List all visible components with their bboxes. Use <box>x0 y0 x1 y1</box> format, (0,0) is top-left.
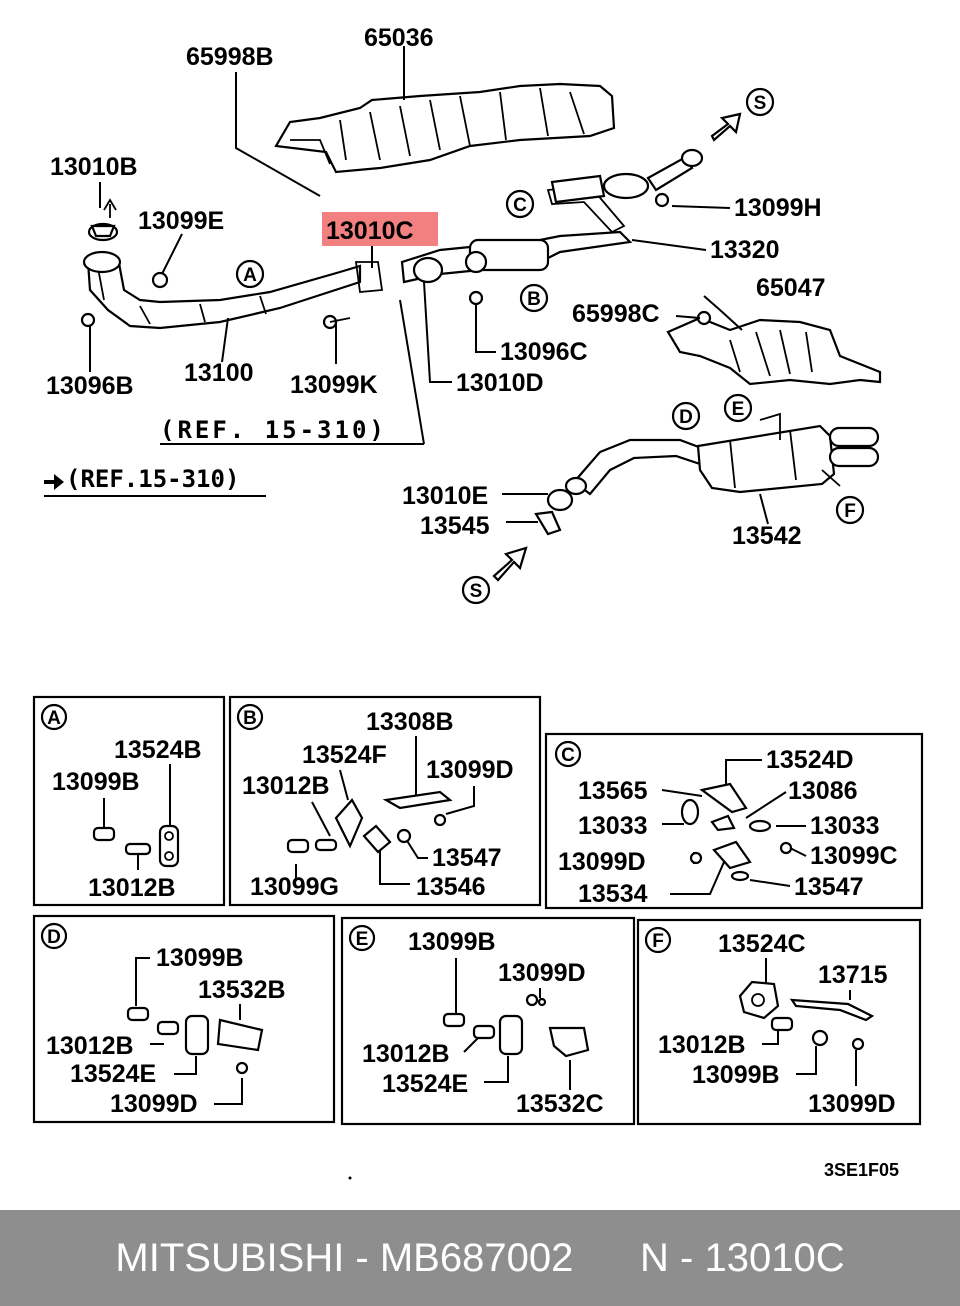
detail-F-label-13524C: 13524C <box>718 930 806 958</box>
detail-F-label-13099B: 13099B <box>692 1061 780 1089</box>
main-muffler-13542 <box>534 412 880 536</box>
marker-B: B <box>527 289 541 310</box>
marker-D: D <box>679 407 693 428</box>
marker-A: A <box>243 265 257 286</box>
heat-shield-65047 <box>666 310 882 386</box>
separator: - <box>344 1235 380 1280</box>
part-number: MB687002 <box>379 1235 574 1280</box>
label-13542: 13542 <box>732 522 802 550</box>
marker-F: F <box>844 501 856 522</box>
ref-note-2: (REF.15-310) <box>66 465 239 493</box>
detail-D-label-13532B: 13532B <box>198 976 286 1004</box>
label-65998C: 65998C <box>572 300 660 328</box>
detail-C-label-13099D: 13099D <box>558 848 646 876</box>
marker-S: S <box>470 581 483 602</box>
circle-markers: S C A B D E F S <box>235 87 865 605</box>
detail-B-label-13524F: 13524F <box>302 741 387 769</box>
leader-lines <box>89 46 769 525</box>
detail-A-label-13012B: 13012B <box>88 874 176 902</box>
label-13096C: 13096C <box>500 338 588 366</box>
detail-marker-D: D <box>47 927 61 948</box>
marker-E: E <box>732 399 745 420</box>
label-13010C: 13010C <box>326 217 414 245</box>
detail-F-label-13099D: 13099D <box>808 1090 896 1118</box>
ref-note-1: (REF. 15-310) <box>160 416 387 444</box>
detail-C-label-13524D: 13524D <box>766 746 854 774</box>
arrow-up-right-icon <box>492 546 528 582</box>
detail-A-label-13099B: 13099B <box>52 768 140 796</box>
detail-D-label-13099B: 13099B <box>156 944 244 972</box>
arrow-up-right-icon <box>710 112 742 142</box>
detail-marker-C: C <box>561 745 575 766</box>
detail-box-A: A 13524B 13099B 13012B <box>32 695 226 907</box>
detail-E-label-13012B: 13012B <box>362 1040 450 1068</box>
detail-D-label-13012B: 13012B <box>46 1032 134 1060</box>
detail-A-label-13524B: 13524B <box>114 736 202 764</box>
detail-C-label-13086: 13086 <box>788 777 858 805</box>
label-13099H: 13099H <box>734 194 822 222</box>
label-13100: 13100 <box>184 359 254 387</box>
detail-E-label-13524E: 13524E <box>382 1070 468 1098</box>
marker-C: C <box>513 195 527 216</box>
detail-box-B: B 13308B 13524F 13099D 13012B 13547 1309… <box>228 695 542 907</box>
label-13010E: 13010E <box>402 482 488 510</box>
detail-D-label-13524E: 13524E <box>70 1060 156 1088</box>
main-labels: 65036 65998B 13010B 13099E 13010C 13099H… <box>46 24 899 1180</box>
spacer <box>573 1236 640 1281</box>
detail-B-label-13099G: 13099G <box>250 873 339 901</box>
detail-C-label-13547: 13547 <box>794 873 864 901</box>
detail-box-D: D 13099B 13532B 13012B 13524E 13099D <box>32 914 336 1124</box>
label-13099E: 13099E <box>138 207 224 235</box>
detail-marker-E: E <box>356 929 369 950</box>
label-13545: 13545 <box>420 512 490 540</box>
detail-F-label-13715: 13715 <box>818 961 888 989</box>
detail-C-label-13534: 13534 <box>578 880 648 908</box>
detail-C-label-13033a: 13033 <box>578 812 648 840</box>
label-65036: 65036 <box>364 24 434 52</box>
heat-shield-65036 <box>274 82 616 174</box>
detail-C-label-13099C: 13099C <box>810 842 898 870</box>
label-65047: 65047 <box>756 274 826 302</box>
detail-E-label-13099D: 13099D <box>498 959 586 987</box>
detail-marker-F: F <box>652 931 664 952</box>
detail-B-label-13308B: 13308B <box>366 708 454 736</box>
detail-D-label-13099D: 13099D <box>110 1090 198 1118</box>
detail-B-label-13547: 13547 <box>432 844 502 872</box>
label-13320: 13320 <box>710 236 780 264</box>
part-info-footer: MITSUBISHI - MB687002 N - 13010C <box>0 1210 960 1306</box>
label-13096B: 13096B <box>46 372 134 400</box>
center-pipe-13320 <box>322 148 704 330</box>
detail-C-label-13033b: 13033 <box>810 812 880 840</box>
label-13010B: 13010B <box>50 153 138 181</box>
detail-E-label-13532C: 13532C <box>516 1090 604 1118</box>
detail-B-label-13012B: 13012B <box>242 772 330 800</box>
front-pipe-13100 <box>80 198 362 330</box>
label-13099K: 13099K <box>290 371 378 399</box>
detail-box-E: E 13099B 13099D 13012B 13524E 13532C <box>340 916 636 1126</box>
label-65998B: 65998B <box>186 43 274 71</box>
brand-name: MITSUBISHI <box>115 1235 345 1280</box>
marker-S: S <box>754 93 767 114</box>
detail-F-label-13012B: 13012B <box>658 1031 746 1059</box>
detail-marker-A: A <box>47 708 61 729</box>
detail-box-C: C 13524D 13565 13086 13033 13033 13099D … <box>544 732 924 910</box>
detail-box-F: F 13524C 13715 13012B 13099B 13099D <box>636 918 922 1126</box>
detail-B-label-13546: 13546 <box>416 873 486 901</box>
label-13010D: 13010D <box>456 369 544 397</box>
detail-B-label-13099D: 13099D <box>426 756 514 784</box>
drawing-code: 3SE1F05 <box>824 1160 899 1180</box>
highlight-box <box>322 212 438 246</box>
position-code: N - 13010C <box>640 1235 845 1280</box>
detail-E-label-13099B: 13099B <box>408 928 496 956</box>
detail-marker-B: B <box>243 708 257 729</box>
arrow-right-icon <box>44 474 64 490</box>
detail-C-label-13565: 13565 <box>578 777 648 805</box>
exhaust-parts-diagram: 65036 65998B 13010B 13099E 13010C 13099H… <box>32 24 924 1180</box>
